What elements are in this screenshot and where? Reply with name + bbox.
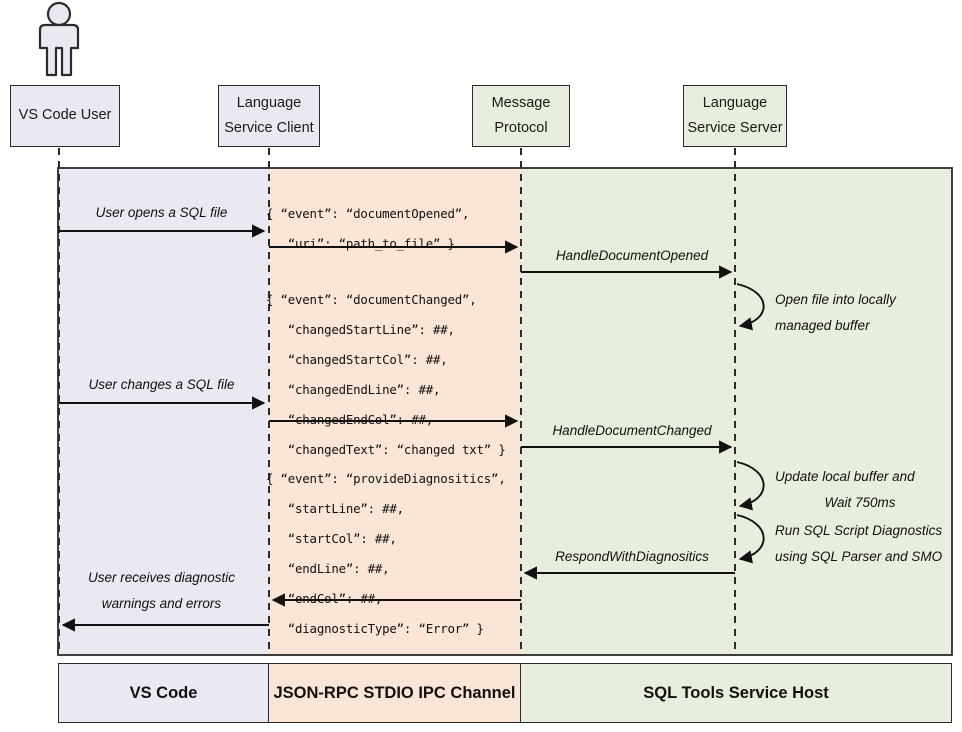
message-label-line2: warnings and errors <box>101 596 222 612</box>
payload-document-changed: { “event”: “documentChanged”, “changedSt… <box>266 292 506 458</box>
note-line2: using SQL Parser and SMO <box>775 549 943 565</box>
note-line2: managed buffer <box>775 318 870 334</box>
self-loop-run-diagnostics <box>736 514 765 564</box>
participant-box-vs-code-user[interactable]: VS Code User <box>10 85 120 147</box>
participant-label-line1: Language <box>702 94 768 111</box>
actor-figure <box>38 1 80 77</box>
message-label-user-receives-diagnostics: User receives diagnostic warnings and er… <box>59 565 264 618</box>
payload-provide-diagnositics: { “event”: “provideDiagnositics”, “start… <box>266 471 506 637</box>
self-loop-update-buffer-wait <box>736 461 765 511</box>
note-run-diagnostics: Run SQL Script Diagnostics using SQL Par… <box>775 518 942 571</box>
message-label-handle-document-changed: HandleDocumentChanged <box>552 423 712 438</box>
participant-box-message-protocol[interactable]: Message Protocol <box>472 85 570 147</box>
band-label-vs-code[interactable]: VS Code <box>58 663 269 723</box>
note-update-buffer-wait: Update local buffer and Wait 750ms <box>775 464 945 517</box>
participant-label-line2: Service Server <box>687 120 783 136</box>
participant-label-line1: Language <box>236 94 302 111</box>
message-label-respond-with-diagnositics: RespondWithDiagnositics <box>555 549 709 564</box>
note-line1: Open file into locally <box>775 292 896 307</box>
message-label-user-opens-sql-file: User opens a SQL file <box>95 205 228 220</box>
participant-label-line2: Protocol <box>494 120 548 136</box>
note-line1: Update local buffer and <box>775 469 915 484</box>
message-label-user-changes-sql-file: User changes a SQL file <box>88 377 235 392</box>
note-line1: Run SQL Script Diagnostics <box>775 523 943 538</box>
note-line2: Wait 750ms <box>824 495 896 511</box>
participant-box-language-service-client[interactable]: Language Service Client <box>218 85 320 147</box>
band-label-sql-tools[interactable]: SQL Tools Service Host <box>520 663 952 723</box>
participant-label-line2: Service Client <box>224 120 314 136</box>
self-loop-open-file-buffer <box>736 283 765 331</box>
message-label-handle-document-opened: HandleDocumentOpened <box>555 248 709 263</box>
participant-label-line1: Message <box>491 94 551 111</box>
message-label-line1: User receives diagnostic <box>87 570 236 585</box>
note-open-file-buffer: Open file into locally managed buffer <box>775 287 896 340</box>
self-loop-arrows <box>736 283 765 564</box>
band-label-json-rpc[interactable]: JSON-RPC STDIO IPC Channel <box>268 663 521 723</box>
participant-box-language-service-server[interactable]: Language Service Server <box>683 85 787 147</box>
payload-document-opened: { “event”: “documentOpened”, “uri”: “pat… <box>266 206 470 252</box>
participant-label-line1: VS Code User <box>18 107 112 124</box>
band-region-sql-tools <box>520 168 952 655</box>
